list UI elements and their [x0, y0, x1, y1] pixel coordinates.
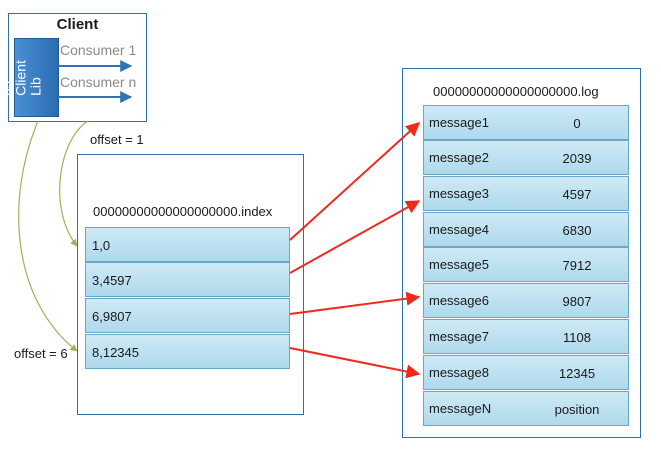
log-position: 6830	[562, 223, 592, 238]
client-title: Client	[56, 16, 99, 33]
log-message: messageN	[429, 401, 492, 416]
log-position: 0	[573, 116, 581, 131]
log-position: 9807	[562, 294, 592, 309]
log-position: position	[554, 402, 600, 417]
log-position: 4597	[562, 187, 592, 202]
index-entry: 6,9807	[92, 309, 132, 324]
log-message: message5	[429, 257, 489, 272]
log-position: 7912	[562, 258, 592, 273]
log-row: message3 4597	[423, 176, 629, 211]
index-row: 1,0	[85, 227, 290, 262]
log-row: message6 9807	[423, 283, 629, 318]
pointer-arrow	[289, 291, 421, 315]
consumer-1-label: Consumer 1	[60, 42, 137, 58]
index-entry: 8,12345	[92, 345, 139, 360]
index-row: 3,4597	[85, 262, 290, 297]
index-row: 8,12345	[85, 334, 290, 369]
log-position: 1108	[563, 330, 591, 345]
consumer-n-label: Consumer n	[60, 74, 137, 90]
log-message: message2	[429, 150, 489, 165]
log-message: message6	[429, 293, 489, 308]
offset-note: offset = 1	[90, 132, 144, 147]
index-entry: 3,4597	[92, 273, 132, 288]
log-message: message7	[429, 329, 489, 344]
index-entry: 1,0	[92, 238, 111, 253]
offset-6-curve	[18, 120, 78, 352]
offset-note: offset = 6	[14, 346, 68, 361]
log-row: messageN position	[423, 391, 629, 426]
pointer-arrow	[289, 347, 421, 379]
pointer-arrow	[289, 122, 421, 241]
index-row: 6,9807	[85, 298, 290, 333]
log-message: message1	[429, 115, 489, 130]
log-row: message1 0	[423, 105, 629, 140]
log-row: message5 7912	[423, 247, 629, 282]
log-position: 12345	[558, 366, 596, 381]
log-row: message2 2039	[423, 140, 629, 175]
offset-1-curve	[59, 120, 89, 247]
log-message: message4	[429, 222, 489, 237]
log-row: message7 1108	[423, 319, 629, 354]
log-row: message8 12345	[423, 355, 629, 390]
index-file-name: 00000000000000000000.index	[93, 204, 273, 219]
log-position: 2039	[562, 151, 592, 166]
log-message: message3	[429, 186, 489, 201]
log-message: message8	[429, 365, 489, 380]
pointer-arrow	[289, 200, 421, 274]
log-row: message4 6830	[423, 212, 629, 247]
log-file-name: 00000000000000000000.log	[433, 84, 599, 99]
